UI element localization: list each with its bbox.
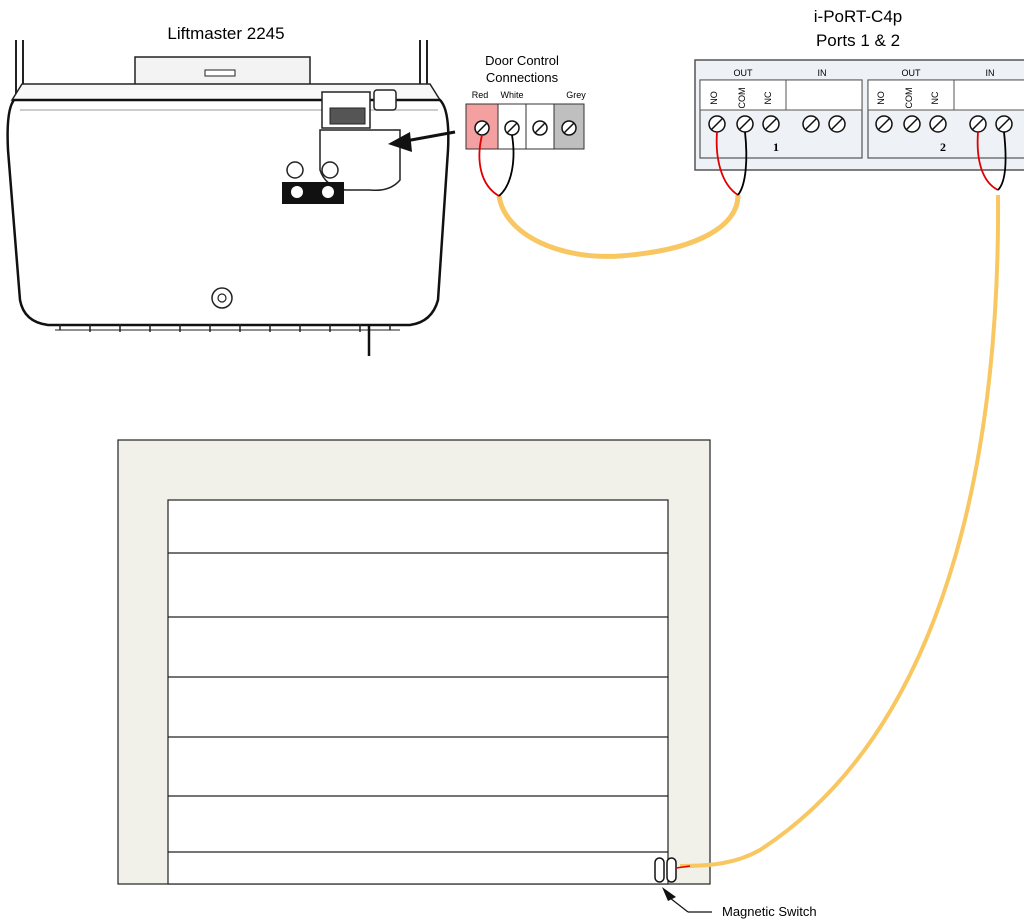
- opener-knob: [373, 89, 397, 111]
- wire-black-port1: [737, 131, 748, 196]
- opener-cover: [319, 129, 401, 192]
- screw-icon: [532, 120, 548, 136]
- port2-terminal-com: COM: [904, 88, 914, 109]
- door-panel-seams: [168, 552, 668, 853]
- port1-terminal-no: NO: [709, 91, 719, 105]
- iport-module: OUT IN NO COM NC 1 OUT IN NO COM NC 2: [694, 59, 1024, 171]
- wire-red-opener: [478, 134, 500, 197]
- port1-in-label: IN: [818, 68, 827, 78]
- screw-icon: [708, 115, 726, 133]
- port2-number: 2: [940, 140, 946, 154]
- screw-icon: [802, 115, 820, 133]
- port1-out-header: [699, 79, 787, 111]
- opener-dip-switch: [329, 107, 366, 125]
- garage-door: [117, 439, 711, 885]
- port2-out-label: OUT: [902, 68, 922, 78]
- port1-terminal-com: COM: [737, 88, 747, 109]
- iport-title-2: Ports 1 & 2: [816, 31, 900, 50]
- screw-icon: [474, 120, 490, 136]
- screw-icon: [561, 120, 577, 136]
- port1-in-header: [785, 79, 863, 111]
- door-control-title-1: Door Control: [485, 53, 559, 68]
- switch-pointer-arrow-icon: [662, 887, 676, 901]
- opener-body: [6, 98, 450, 327]
- door-control-terminal-strip: Door Control Connections Red White Grey: [465, 53, 586, 150]
- magnetic-switch-sensor: [666, 857, 677, 883]
- screw-icon: [504, 120, 520, 136]
- terminal-label-red: Red: [472, 90, 489, 100]
- wire-red-switch: [675, 865, 691, 869]
- magnetic-switch: Magnetic Switch: [654, 857, 817, 919]
- iport-title-1: i-PoRT-C4p: [814, 7, 903, 26]
- door-panel-area: [167, 499, 669, 885]
- wire-red-port2: [976, 131, 999, 191]
- opener-sensor-left: [286, 161, 304, 179]
- cable-opener-to-port1: [496, 194, 741, 259]
- magnetic-switch-magnet: [654, 857, 665, 883]
- screw-icon: [828, 115, 846, 133]
- port1-number: 1: [773, 140, 779, 154]
- magnetic-switch-label: Magnetic Switch: [722, 904, 817, 919]
- screw-icon: [736, 115, 754, 133]
- screw-icon: [969, 115, 987, 133]
- opener-sensor-right: [321, 161, 339, 179]
- opener-light-lens-inner: [217, 293, 227, 303]
- iport-box: [694, 59, 1024, 171]
- screw-icon: [762, 115, 780, 133]
- opener-sensor-screw-left: [291, 186, 303, 198]
- pointer-arrow-head: [388, 132, 412, 152]
- port1-terminal-nc: NC: [763, 91, 773, 104]
- wiring: [478, 131, 1007, 869]
- port2-terminal-nc: NC: [930, 91, 940, 104]
- port2-in-label: IN: [986, 68, 995, 78]
- terminal-label-grey: Grey: [566, 90, 586, 100]
- opener-title: Liftmaster 2245: [167, 24, 284, 43]
- garage-door-opener: [6, 40, 456, 356]
- screw-icon: [929, 115, 947, 133]
- opener-top-slot: [204, 69, 236, 77]
- opener-vents: [59, 324, 391, 332]
- port2-in-header: [953, 79, 1024, 111]
- port2-terminal-no: NO: [876, 91, 886, 105]
- wire-red-port1: [715, 131, 739, 196]
- door-control-title-2: Connections: [486, 70, 559, 85]
- cable-switch-to-port2: [679, 194, 1001, 868]
- screw-icon: [995, 115, 1013, 133]
- switch-pointer-line: [669, 897, 689, 913]
- wire-black-opener: [498, 134, 515, 197]
- port1-out-label: OUT: [734, 68, 754, 78]
- terminal-label-white: White: [500, 90, 523, 100]
- wire-black-port2: [997, 131, 1007, 191]
- screw-icon: [875, 115, 893, 133]
- opener-sensor-screw-right: [322, 186, 334, 198]
- screw-icon: [903, 115, 921, 133]
